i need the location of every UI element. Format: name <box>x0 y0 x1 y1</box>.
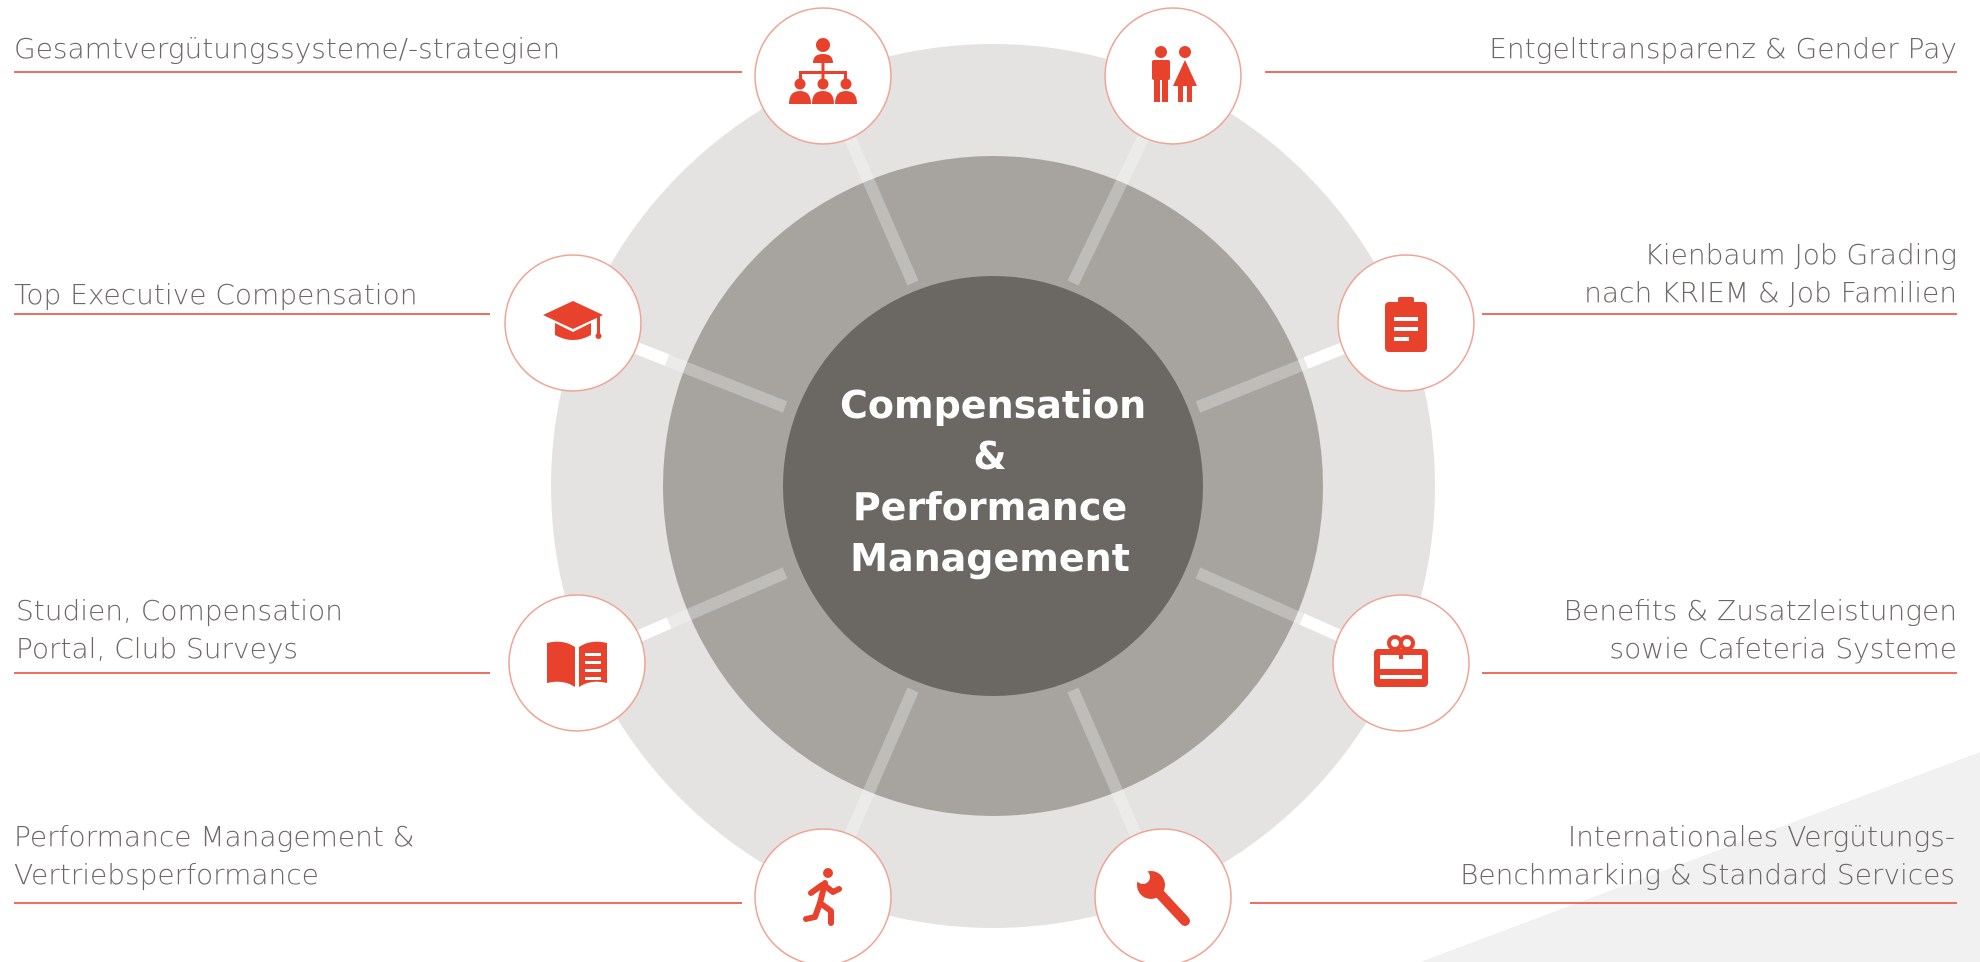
topic-label-line: sowie Cafeteria Systeme <box>1609 632 1957 665</box>
icon-node-gesamtverguetung <box>754 7 892 145</box>
topic-label-benchmarking: Internationales Vergütungs- Benchmarking… <box>1460 818 1955 894</box>
wrench-icon <box>1136 870 1190 926</box>
open-book-icon <box>547 641 607 687</box>
topic-label-studien: Studien, Compensation Portal, Club Surve… <box>16 592 343 668</box>
topic-label-line: nach KRIEM & Job Familien <box>1584 276 1957 309</box>
topic-label-benefits: Benefits & Zusatzleistungen sowie Cafete… <box>1564 592 1957 668</box>
topic-label-line: Kienbaum Job Grading <box>1644 238 1958 271</box>
topic-label-performance: Performance Management & Vertriebsperfor… <box>14 818 415 894</box>
topic-label-line: Gesamtvergütungssysteme/-strategien <box>14 32 561 65</box>
topic-label-top-executive: Top Executive Compensation <box>14 276 417 314</box>
center-title: Compensation & Performance Management <box>840 380 1147 584</box>
center-title-line: Performance <box>852 485 1128 529</box>
topic-label-line: Benefits & Zusatzleistungen <box>1563 594 1957 627</box>
center-title-line: Management <box>850 536 1130 580</box>
icon-node-top-executive <box>504 254 642 392</box>
background-corner-shape <box>1420 752 1980 962</box>
graduation-cap-icon <box>543 301 603 340</box>
topic-label-line: Top Executive Compensation <box>14 278 418 311</box>
topic-label-gesamtverguetung: Gesamtvergütungssysteme/-strategien <box>14 30 560 68</box>
topic-label-entgelttransparenz: Entgelttransparenz & Gender Pay <box>1489 30 1957 68</box>
topic-label-line: Studien, Compensation <box>16 594 343 627</box>
center-title-line: & <box>973 434 1007 478</box>
connector-lines <box>14 71 1957 904</box>
icon-node-entgelttransparenz <box>1104 7 1242 145</box>
topic-label-line: Benchmarking & Standard Services <box>1460 858 1955 891</box>
topic-label-job-grading: Kienbaum Job Grading nach KRIEM & Job Fa… <box>1584 236 1957 312</box>
man-woman-icon <box>1152 46 1197 102</box>
icon-node-benefits <box>1332 594 1470 732</box>
gift-card-icon <box>1374 635 1428 687</box>
topic-label-line: Entgelttransparenz & Gender Pay <box>1489 32 1957 65</box>
inner-circle <box>783 276 1203 696</box>
icon-node-performance <box>754 828 892 962</box>
icon-node-studien <box>508 594 646 732</box>
clipboard-icon <box>1385 297 1427 352</box>
icon-node-benchmarking <box>1094 828 1232 962</box>
topic-label-line: Performance Management & <box>14 820 415 853</box>
topic-label-line: Internationales Vergütungs- <box>1567 820 1955 853</box>
center-title-line: Compensation <box>840 383 1147 427</box>
topic-label-line: Vertriebsperformance <box>14 858 319 891</box>
topic-label-line: Portal, Club Surveys <box>16 632 298 665</box>
icon-node-job-grading <box>1337 254 1475 392</box>
org-chart-icon <box>789 38 857 104</box>
running-person-icon <box>803 868 842 926</box>
